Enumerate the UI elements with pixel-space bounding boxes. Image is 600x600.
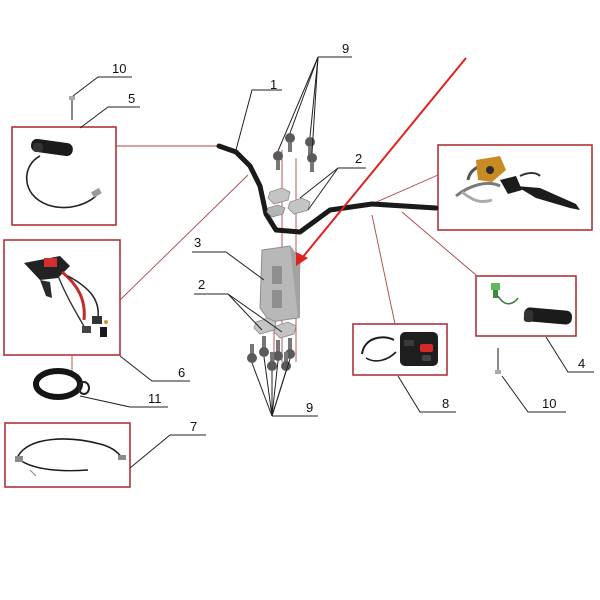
throttle-cable-illustration [15,438,126,477]
callout-3: 3 [194,235,201,250]
inset-box-7-throttle-cable[interactable] [4,422,131,488]
callout-4: 4 [578,356,585,371]
brake-master-cylinder-lever-illustration [455,156,580,210]
clamp-caps-part-2-lower[interactable] [253,317,297,339]
inset-box-6-ignition-harness[interactable] [3,239,121,356]
strap-part-11[interactable] [33,368,90,400]
callout-8: 8 [442,396,449,411]
callout-2-upper: 2 [355,151,362,166]
callout-6: 6 [178,365,185,380]
callout-5: 5 [128,91,135,106]
red-pointer-arrow [296,57,467,266]
handlebar-part-1[interactable] [216,143,439,235]
throttle-grip-illustration [25,138,102,209]
inset-box-brake-lever[interactable] [437,144,593,231]
clamp-caps-part-2-upper[interactable] [266,187,311,218]
bolts-part-9-lower[interactable] [247,336,295,371]
callout-10-right: 10 [542,396,556,411]
handlebar-switch-illustration [361,332,438,366]
inset-box-8-switch-assembly[interactable] [352,323,448,376]
inset-box-4-right-grip[interactable] [475,275,577,337]
callout-2-lower: 2 [198,277,205,292]
screw-part-10-left[interactable] [69,96,75,120]
leader-lines [72,56,594,469]
callout-9-upper: 9 [342,41,349,56]
screw-part-10-right[interactable] [495,348,501,374]
callout-1: 1 [270,77,277,92]
bolts-part-9-upper[interactable] [273,133,317,172]
callout-10-left: 10 [112,61,126,76]
inset-box-5-throttle-grip[interactable] [11,126,117,226]
kill-switch-harness-illustration [24,256,108,337]
callout-11: 11 [148,391,162,406]
right-grip-illustration [491,283,573,325]
callout-numbers: 1 2 2 3 4 5 6 7 8 9 9 10 10 11 [112,41,585,434]
callout-9-lower: 9 [306,400,313,415]
clamp-part-3[interactable] [259,245,301,323]
callout-7: 7 [190,419,197,434]
